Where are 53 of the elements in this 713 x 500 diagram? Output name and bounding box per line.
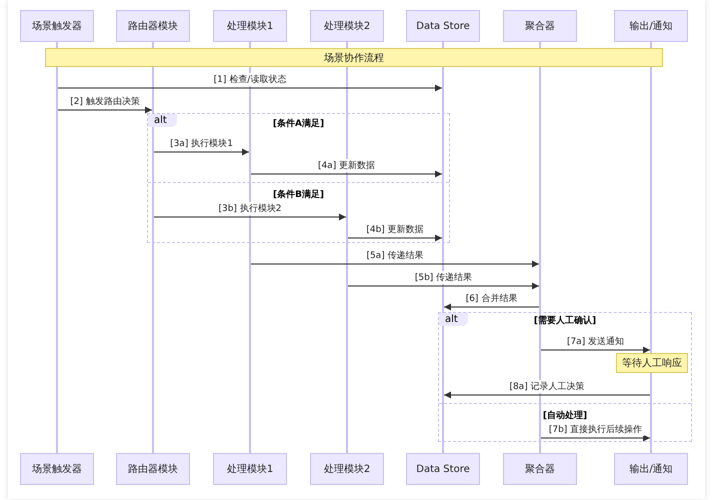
condition-label: [条件B满足] <box>272 188 324 201</box>
lifeline <box>249 42 251 453</box>
edge-label: [3a] 执行模块1 <box>168 137 235 150</box>
edge-label: [3b] 执行模块2 <box>216 202 284 215</box>
lifeline <box>56 42 58 453</box>
message-arrow <box>540 434 650 442</box>
participant-box: 聚合器 <box>503 453 577 485</box>
condition-label: [条件A满足] <box>272 117 324 130</box>
alt-tag: alt <box>439 313 468 326</box>
message-arrow <box>250 170 442 178</box>
participant-box: 聚合器 <box>503 10 577 42</box>
edge-label: [7b] 直接执行后续操作 <box>546 423 644 436</box>
message-arrow <box>250 260 540 268</box>
lifeline <box>346 42 348 453</box>
message-arrow <box>540 346 650 354</box>
note-box: 场景协作流程 <box>45 48 663 67</box>
participant-box: Data Store <box>406 453 480 485</box>
lifeline <box>152 42 154 453</box>
edge-label: [5a] 传递结果 <box>364 249 426 262</box>
message-arrow <box>348 234 442 242</box>
participant-box: 场景触发器 <box>20 453 94 485</box>
edge-label: [4b] 更新数据 <box>364 223 426 236</box>
participant-box: 路由器模块 <box>116 453 190 485</box>
edge-label: [5b] 传递结果 <box>412 271 474 284</box>
message-arrow <box>58 84 442 92</box>
message-arrow <box>154 148 250 156</box>
edge-label: [2] 触发路由决策 <box>68 95 142 108</box>
participant-box: 场景触发器 <box>20 10 94 42</box>
edge-label: [8a] 记录人工决策 <box>507 380 587 393</box>
participant-box: 处理模块2 <box>310 453 384 485</box>
participant-box: 路由器模块 <box>116 10 190 42</box>
participant-box: Data Store <box>406 10 480 42</box>
lifeline <box>539 42 541 453</box>
lifeline <box>442 42 444 453</box>
participant-box: 处理模块2 <box>310 10 384 42</box>
message-arrow <box>444 392 650 398</box>
alt-tag: alt <box>148 114 177 127</box>
edge-label: [7a] 发送通知 <box>564 335 626 348</box>
edge-label: [6] 合并结果 <box>464 292 520 305</box>
condition-label: [自动处理] <box>542 409 588 422</box>
edge-label: [1] 检查/读取状态 <box>212 73 288 86</box>
edge-label: [4a] 更新数据 <box>316 159 378 172</box>
message-arrow <box>58 106 152 114</box>
participant-box: 处理模块1 <box>213 10 287 42</box>
condition-label: [需要人工确认] <box>534 314 596 327</box>
message-arrow <box>444 304 540 310</box>
note-box: 等待人工响应 <box>616 353 688 373</box>
participant-box: 输出/通知 <box>614 453 688 485</box>
lifeline <box>650 42 652 453</box>
message-arrow <box>154 214 346 220</box>
participant-box: 处理模块1 <box>213 453 287 485</box>
participant-box: 输出/通知 <box>614 10 688 42</box>
message-arrow <box>348 282 540 290</box>
